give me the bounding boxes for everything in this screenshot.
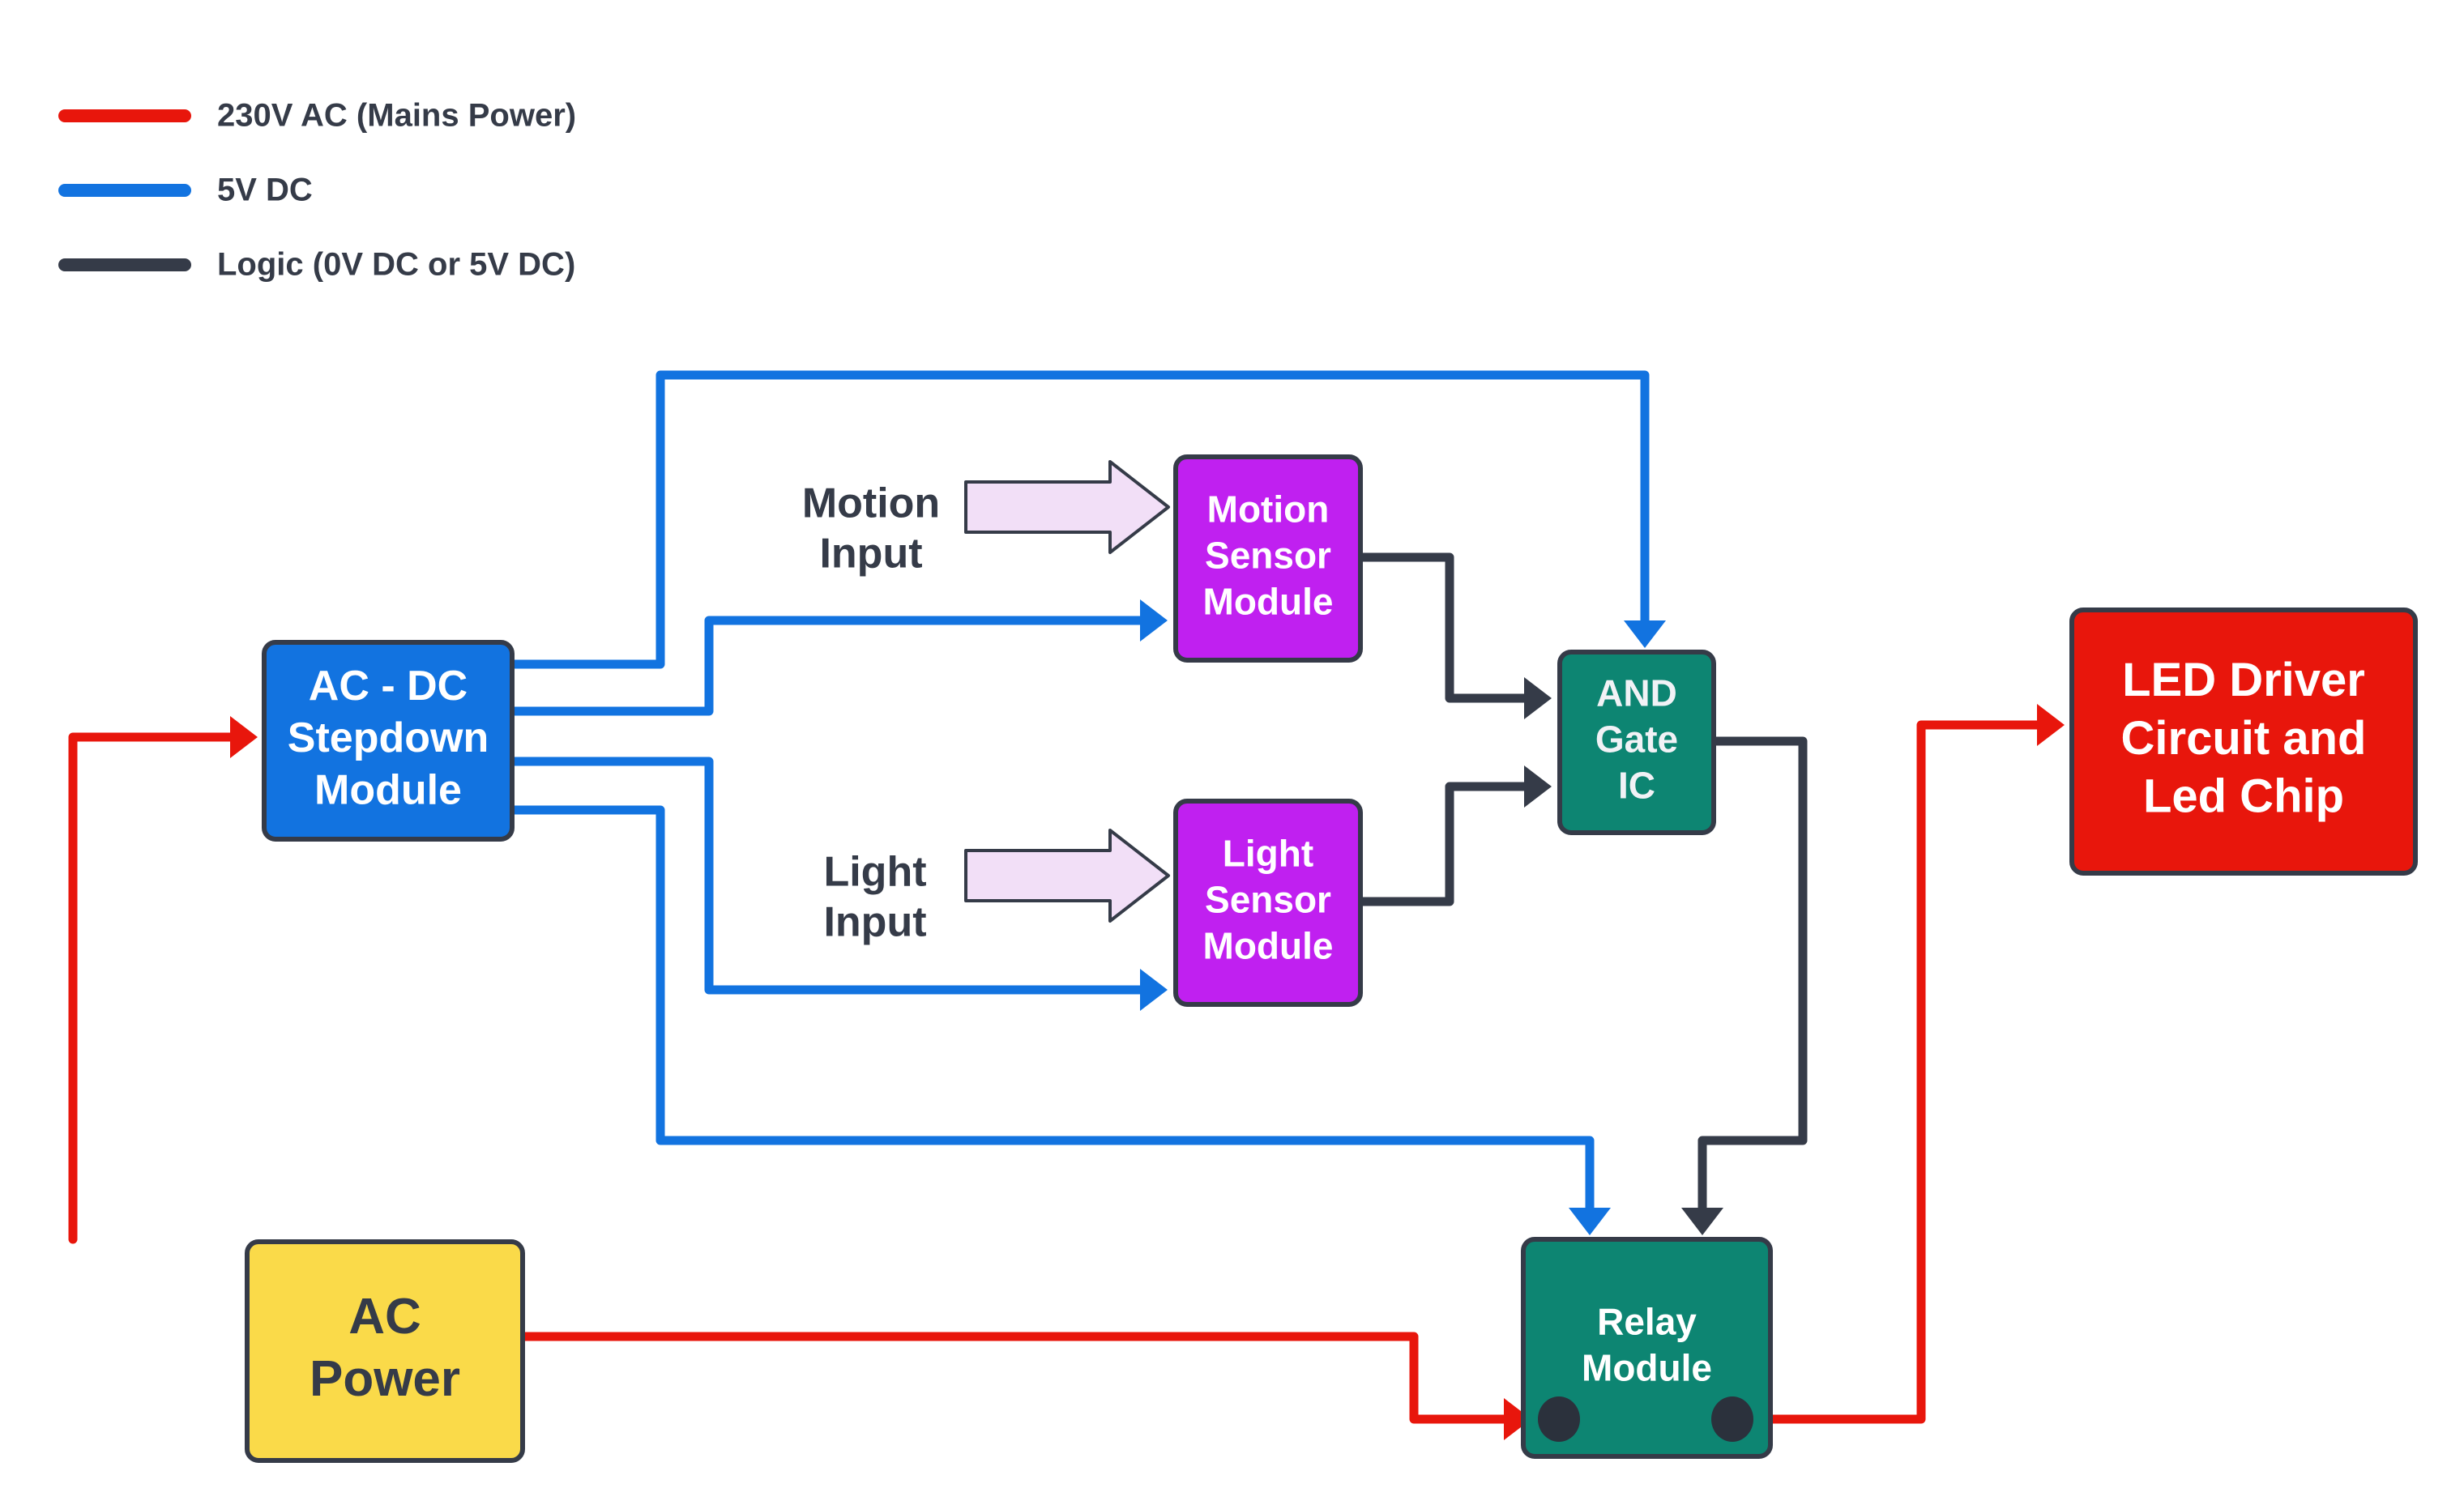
block-label-motion-sensor-module-line-1: Sensor [1205,535,1331,577]
arrowhead-mains-relay-to-led-driver [2037,704,2065,746]
legend-label-five-volt-dc: 5V DC [217,173,313,208]
motion-input-label-line-0: Motion [802,480,940,527]
wire-logic-and-gate-to-relay [1697,736,1808,1220]
block-label-light-sensor-module-line-0: Light [1223,833,1313,875]
block-label-and-gate-ic-line-2: IC [1618,765,1655,807]
arrowhead-dc-stepdown-to-relay [1569,1208,1611,1235]
block-label-led-driver-circuit-and-led-chip-line-2: Led Chip [2143,770,2344,823]
block-label-led-driver-circuit-and-led-chip-line-1: Circuit and [2121,712,2367,765]
block-label-ac-dc-stepdown-module-line-2: Module [314,767,462,814]
block-label-light-sensor-module-line-1: Sensor [1205,879,1331,921]
legend-item-mains-power: 230V AC (Mains Power) [58,98,576,134]
wire-mains-ac-power-to-stepdown [68,732,244,1244]
block-label-relay-module-line-1: Module [1582,1347,1712,1389]
arrowhead-logic-motion-sensor-to-and-gate [1524,677,1552,719]
legend-item-logic-level: Logic (0V DC or 5V DC) [58,247,575,283]
legend-item-five-volt-dc: 5V DC [58,173,313,208]
block-label-relay-module-line-0: Relay [1597,1301,1697,1343]
block-layer: AC - DCStepdownModuleMotionSensorModuleL… [245,454,2418,1463]
block-ac-power[interactable]: AC Power [245,1239,525,1463]
input-arrow-layer [964,460,1170,923]
wire-mains-ac-power-to-relay [518,1332,1518,1424]
block-body-light-sensor-module[interactable] [1173,799,1363,1007]
block-label-ac-dc-stepdown-module-line-1: Stepdown [288,714,489,761]
relay-terminal-left[interactable] [1538,1396,1580,1442]
arrowhead-dc-stepdown-to-light-sensor [1140,969,1168,1011]
legend: 230V AC (Mains Power) 5V DC Logic (0V DC o… [58,98,576,283]
block-label-and-gate-ic-line-0: AND [1596,672,1677,714]
arrowhead-dc-stepdown-to-and-gate [1624,620,1666,648]
light-input-label-line-1: Input [823,899,926,946]
wire-logic-light-sensor-to-and-gate [1356,782,1538,906]
arrowhead-logic-and-gate-to-relay [1681,1208,1723,1235]
wire-mains-relay-to-led-driver [1749,720,2051,1424]
relay-terminal-layer [1538,1396,1753,1442]
block-label-motion-sensor-module-line-2: Module [1203,581,1334,623]
block-label-ac-dc-stepdown-module-line-0: AC - DC [309,663,468,710]
wire-logic-motion-sensor-to-and-gate [1356,552,1538,703]
wire-dc-stepdown-to-and-gate [507,370,1650,669]
block-label-ac-power-line-0: AC [348,1289,421,1345]
wire-dc-stepdown-to-relay [507,805,1595,1220]
block-label-motion-sensor-module-line-0: Motion [1207,488,1330,531]
relay-terminal-right[interactable] [1711,1396,1753,1442]
wire-dc-stepdown-to-motion-sensor [507,616,1154,716]
block-body-relay-module[interactable] [1521,1237,1773,1459]
block-label-ac-power-line-1: Power [310,1351,460,1407]
wire-layer [68,370,2065,1440]
block-body-ac-power[interactable] [245,1239,525,1463]
arrowhead-logic-light-sensor-to-and-gate [1524,765,1552,808]
arrowhead-mains-ac-power-to-stepdown [230,716,258,758]
arrowhead-mains-ac-power-to-relay [1504,1398,1531,1440]
block-body-motion-sensor-module[interactable] [1173,454,1363,663]
light-input-label-line-0: Light [823,849,926,896]
legend-label-logic-level: Logic (0V DC or 5V DC) [217,247,575,283]
motion-input-label-line-1: Input [819,531,922,578]
block-body-led-driver-circuit-and-led-chip[interactable] [2069,608,2418,876]
arrowhead-dc-stepdown-to-motion-sensor [1140,599,1168,642]
block-body-and-gate-ic[interactable] [1557,650,1716,835]
block-label-light-sensor-module-line-2: Module [1203,925,1334,967]
block-label-and-gate-ic-line-1: Gate [1595,718,1678,761]
motion-input-arrow [964,460,1170,554]
block-label-led-driver-circuit-and-led-chip-line-0: LED Driver [2122,654,2365,706]
wire-dc-stepdown-to-light-sensor [507,757,1154,995]
light-input-arrow [964,829,1170,923]
legend-label-mains-power: 230V AC (Mains Power) [217,98,576,134]
block-body-ac-dc-stepdown-module[interactable] [262,640,515,842]
